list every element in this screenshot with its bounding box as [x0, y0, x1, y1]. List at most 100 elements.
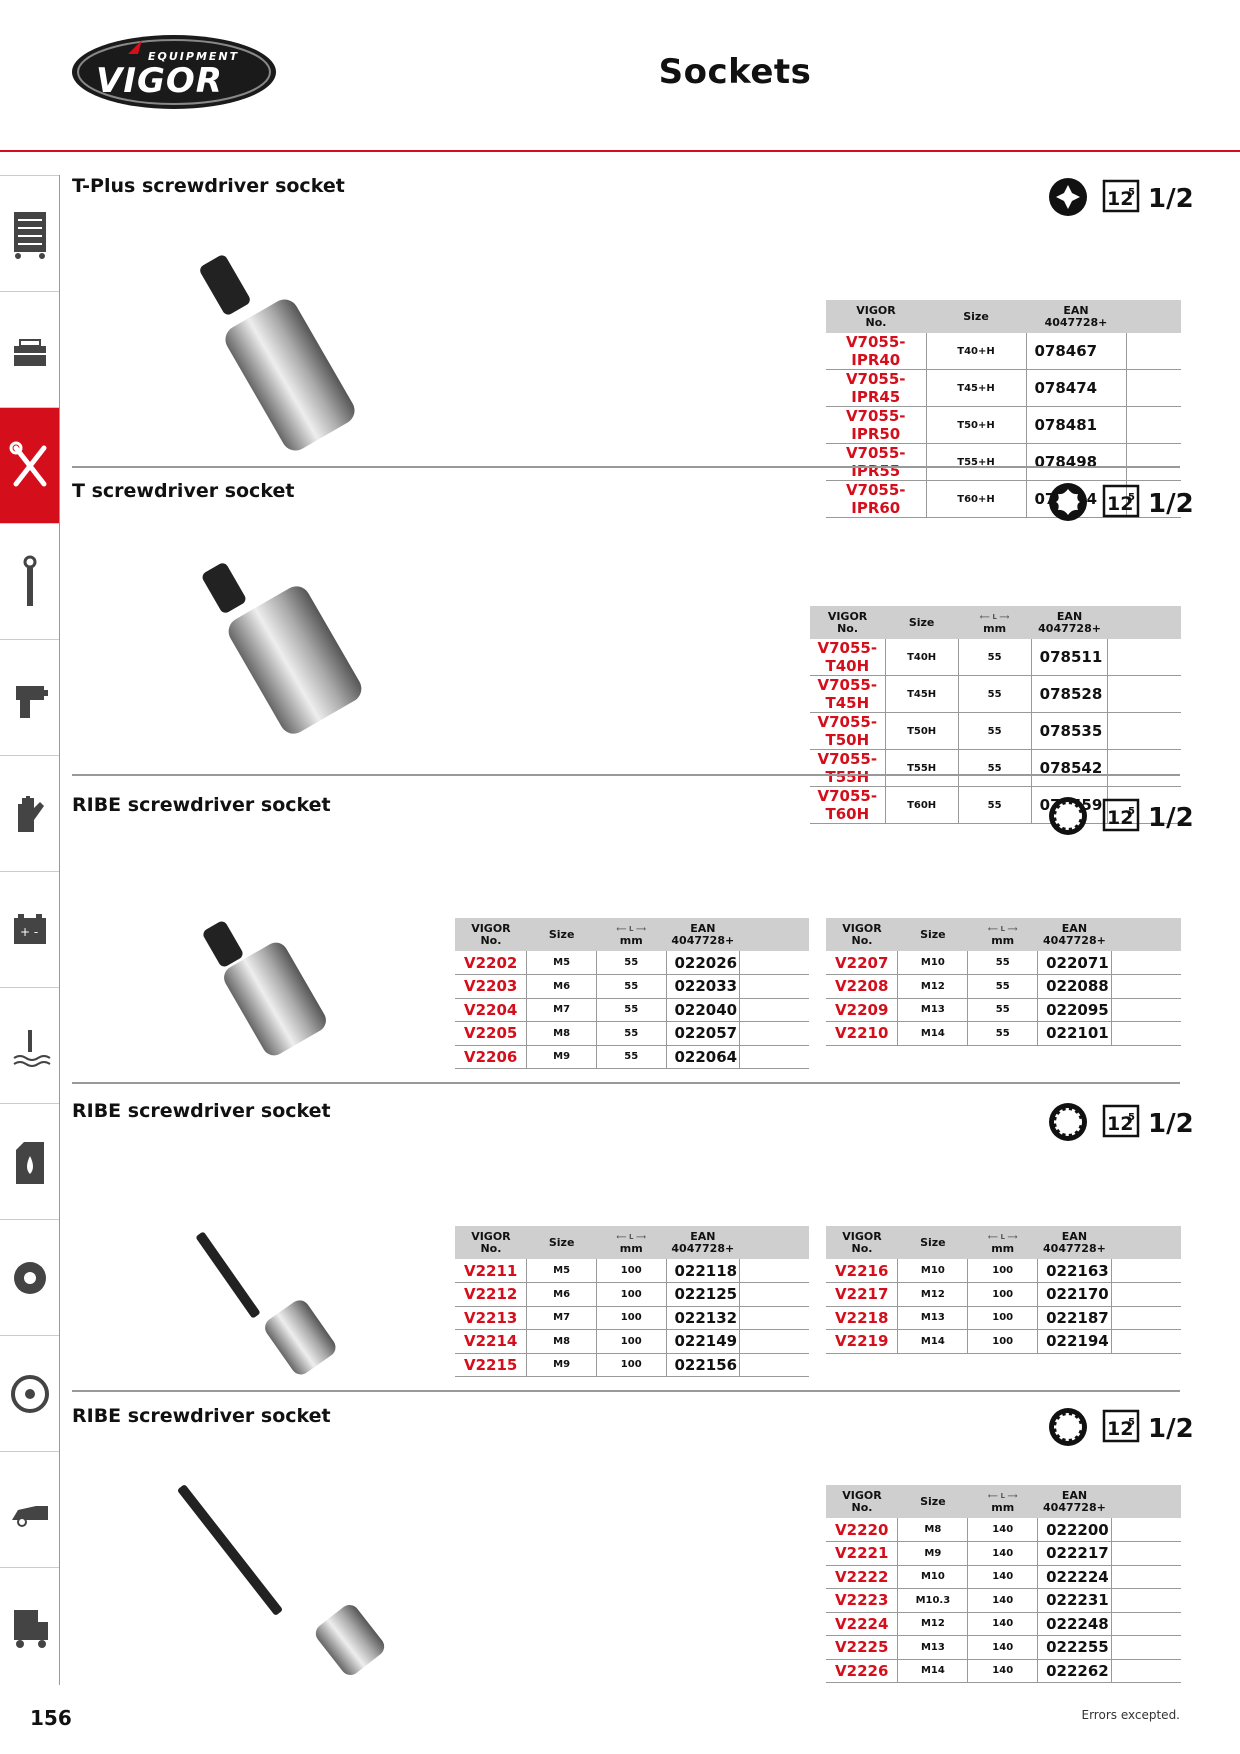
- svg-text:12: 12: [1107, 493, 1133, 515]
- blank-cell: [739, 1329, 809, 1354]
- svg-text:5: 5: [1128, 806, 1135, 817]
- col-header-blank: [1107, 606, 1181, 639]
- size-cell: M13: [897, 1635, 968, 1660]
- col-header-size: Size: [526, 1226, 597, 1259]
- sidebar-item-torque[interactable]: [0, 523, 59, 639]
- category-sidebar: + -: [0, 175, 60, 1685]
- blank-cell: [1110, 1612, 1181, 1636]
- sidebar-item-commercial[interactable]: [0, 1567, 59, 1683]
- article-number: V2202: [455, 951, 527, 975]
- impact-wrench-icon: [15, 685, 48, 718]
- size-cell: T50+H: [925, 406, 1026, 444]
- drive-fraction: 1/2: [1148, 803, 1194, 833]
- section-divider: [72, 1390, 1180, 1392]
- ean-cell: 022149: [665, 1329, 740, 1354]
- blank-cell: [1110, 1518, 1181, 1542]
- page-title: Sockets: [658, 52, 812, 92]
- article-number: V2207: [826, 951, 898, 975]
- gloves-icon: [17, 795, 44, 832]
- tplus-profile-icon: [1049, 178, 1087, 216]
- blank-cell: [1125, 333, 1181, 370]
- sidebar-item-cooling[interactable]: [0, 987, 59, 1103]
- sidebar-item-tool-cabinet[interactable]: [0, 175, 59, 291]
- ean-cell: 022132: [665, 1306, 740, 1330]
- sidebar-item-workwear[interactable]: [0, 755, 59, 871]
- ean-cell: 022231: [1037, 1588, 1112, 1613]
- size-cell: M9: [897, 1541, 968, 1566]
- length-cell: 100: [967, 1329, 1038, 1354]
- square-drive-icon: 125: [1102, 1409, 1140, 1443]
- size-cell: M14: [897, 1021, 968, 1046]
- article-number: V2204: [455, 998, 527, 1022]
- col-header-size: Size: [897, 918, 968, 951]
- blank-cell: [1110, 1329, 1181, 1354]
- sidebar-item-bodywork[interactable]: [0, 1451, 59, 1567]
- drive-fraction: 1/2: [1148, 184, 1194, 214]
- length-cell: 55: [595, 974, 666, 999]
- sidebar-item-wheels[interactable]: [0, 1335, 59, 1451]
- ean-cell: 022125: [665, 1282, 740, 1307]
- length-cell: 140: [967, 1565, 1038, 1589]
- sidebar-item-fluids[interactable]: [0, 1103, 59, 1219]
- sidebar-item-electrical[interactable]: + -: [0, 871, 59, 987]
- ean-cell: 022224: [1037, 1565, 1112, 1589]
- section-divider: [72, 1082, 1180, 1084]
- drive-fraction: 1/2: [1148, 1414, 1194, 1444]
- spec-icons: 125 1/2: [1049, 178, 1194, 216]
- length-cell: 140: [967, 1518, 1038, 1542]
- blank-cell: [1110, 1021, 1181, 1046]
- sidebar-item-pneumatic[interactable]: [0, 639, 59, 755]
- size-cell: T60+H: [925, 480, 1026, 518]
- drive-fraction: 1/2: [1148, 489, 1194, 519]
- product-image-ribe-100: [196, 1232, 336, 1375]
- size-cell: M14: [897, 1329, 968, 1354]
- coolant-icon: [12, 1029, 51, 1067]
- ean-cell: 022071: [1037, 951, 1112, 975]
- article-number: V7055-T40H: [810, 639, 886, 676]
- article-number: V2212: [455, 1282, 527, 1307]
- article-number: V7055-T60H: [810, 786, 886, 824]
- ean-cell: 022033: [665, 974, 740, 999]
- article-number: V2211: [455, 1259, 527, 1283]
- article-number: V2221: [826, 1541, 898, 1566]
- ean-cell: 022118: [665, 1259, 740, 1283]
- length-cell: 55: [957, 786, 1032, 824]
- sidebar-item-toolbox[interactable]: [0, 291, 59, 407]
- blank-cell: [1110, 1565, 1181, 1589]
- blank-cell: [1110, 1541, 1181, 1566]
- length-cell: 55: [595, 951, 666, 975]
- col-header-size: Size: [897, 1485, 968, 1518]
- sidebar-item-brakes[interactable]: [0, 1219, 59, 1335]
- blank-cell: [1107, 786, 1181, 824]
- article-number: V2208: [826, 974, 898, 999]
- sidebar-item-hand-tools[interactable]: [0, 407, 59, 523]
- ean-cell: 022026: [665, 951, 740, 975]
- length-cell: 140: [967, 1612, 1038, 1636]
- length-cell: 100: [967, 1282, 1038, 1307]
- length-cell: 55: [967, 951, 1038, 975]
- oil-canister-icon: [15, 1141, 44, 1184]
- length-cell: 100: [967, 1306, 1038, 1330]
- blank-cell: [1110, 1588, 1181, 1613]
- spec-icons: 125 1/2: [1049, 1408, 1194, 1446]
